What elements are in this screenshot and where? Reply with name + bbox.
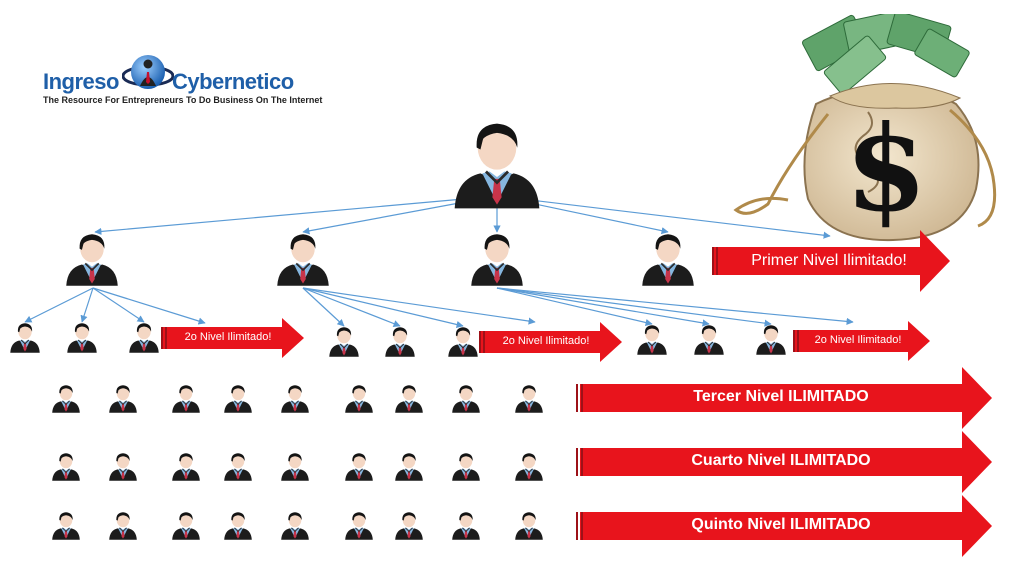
level4-person-icon-4	[224, 453, 252, 481]
branch2-connector-3	[302, 287, 464, 329]
level2-person-icon-2	[67, 323, 97, 353]
level1-person-icon-2	[277, 234, 329, 286]
second-level-arrow-1: 2o Nivel Ilimitado!	[160, 317, 306, 359]
branch2-connector-2	[302, 287, 401, 327]
logo-tagline: The Resource For Entrepreneurs To Do Bus…	[43, 95, 323, 105]
level2-person-icon-3	[129, 323, 159, 353]
level2-person-icon-5	[385, 327, 415, 357]
level5-person-icon-3	[172, 512, 200, 540]
level2-person-icon-1	[10, 323, 40, 353]
level1-person-icon-4	[642, 234, 694, 286]
level3-person-icon-1	[52, 385, 80, 413]
level4-person-icon-2	[109, 453, 137, 481]
svg-text:$: $	[845, 99, 927, 238]
level4-person-icon-7	[395, 453, 423, 481]
level5-person-icon-6	[345, 512, 373, 540]
level4-person-icon-9	[515, 453, 543, 481]
level3-person-icon-2	[109, 385, 137, 413]
level4-person-icon-3	[172, 453, 200, 481]
logo-word-left: Ingreso	[43, 69, 119, 94]
first-level-label: Primer Nivel Ilimitado!	[751, 252, 907, 269]
level2-person-icon-6	[448, 327, 478, 357]
level5-person-icon-7	[395, 512, 423, 540]
branch3-connector-4	[496, 287, 854, 325]
globe-icon	[122, 55, 174, 89]
level4-person-icon-5	[281, 453, 309, 481]
level2-person-icon-7	[637, 325, 667, 355]
second-level-label-2: 2o Nivel Ilimitado!	[502, 335, 590, 347]
level2-person-icon-8	[694, 325, 724, 355]
branch3-connector-2	[496, 287, 710, 327]
branch1-connector-3	[92, 287, 145, 323]
level3-person-icon-6	[345, 385, 373, 413]
money-bag-icon: $	[733, 14, 997, 242]
root-person-icon	[454, 123, 540, 209]
level3-person-icon-7	[395, 385, 423, 413]
branch1-connector-2	[80, 287, 94, 323]
fifth-level-label: Quinto Nivel ILIMITADO	[691, 516, 871, 533]
level5-person-icon-9	[515, 512, 543, 540]
third-level-arrow: Tercer Nivel ILIMITADO	[574, 366, 994, 430]
logo: Ingreso Cybernetico The Resource For Ent…	[40, 50, 322, 110]
level3-person-icon-8	[452, 385, 480, 413]
level5-person-icon-5	[281, 512, 309, 540]
level5-person-icon-4	[224, 512, 252, 540]
level3-person-icon-5	[281, 385, 309, 413]
branch2-connector-4	[302, 287, 536, 325]
branch3-connector-1	[496, 287, 653, 327]
level2-person-icon-9	[756, 325, 786, 355]
second-level-label-1: 2o Nivel Ilimitado!	[184, 331, 272, 343]
branch1-connector-4	[92, 287, 206, 325]
level2-person-icon-4	[329, 327, 359, 357]
level5-person-icon-2	[109, 512, 137, 540]
third-level-label: Tercer Nivel ILIMITADO	[693, 388, 869, 405]
fourth-level-label: Cuarto Nivel ILIMITADO	[691, 452, 871, 469]
second-level-arrow-3: 2o Nivel Ilimitado!	[792, 320, 932, 362]
level1-person-icon-3	[471, 234, 523, 286]
level4-person-icon-1	[52, 453, 80, 481]
level4-person-icon-8	[452, 453, 480, 481]
first-level-arrow: Primer Nivel Ilimitado!	[710, 228, 952, 294]
level3-person-icon-4	[224, 385, 252, 413]
root-connector-5	[496, 195, 831, 239]
branch3-connector-3	[496, 287, 772, 327]
level3-person-icon-3	[172, 385, 200, 413]
second-level-arrow-2: 2o Nivel Ilimitado!	[478, 321, 624, 363]
branch2-connector-1	[302, 287, 345, 327]
branch1-connector-1	[24, 287, 94, 323]
level4-person-icon-6	[345, 453, 373, 481]
level1-person-icon-1	[66, 234, 118, 286]
fifth-level-arrow: Quinto Nivel ILIMITADO	[574, 494, 994, 558]
level5-person-icon-1	[52, 512, 80, 540]
level5-person-icon-8	[452, 512, 480, 540]
second-level-label-3: 2o Nivel Ilimitado!	[814, 334, 902, 346]
fourth-level-arrow: Cuarto Nivel ILIMITADO	[574, 430, 994, 494]
level3-person-icon-9	[515, 385, 543, 413]
logo-word-right: Cybernetico	[172, 69, 294, 94]
root-connector-1	[94, 195, 498, 236]
